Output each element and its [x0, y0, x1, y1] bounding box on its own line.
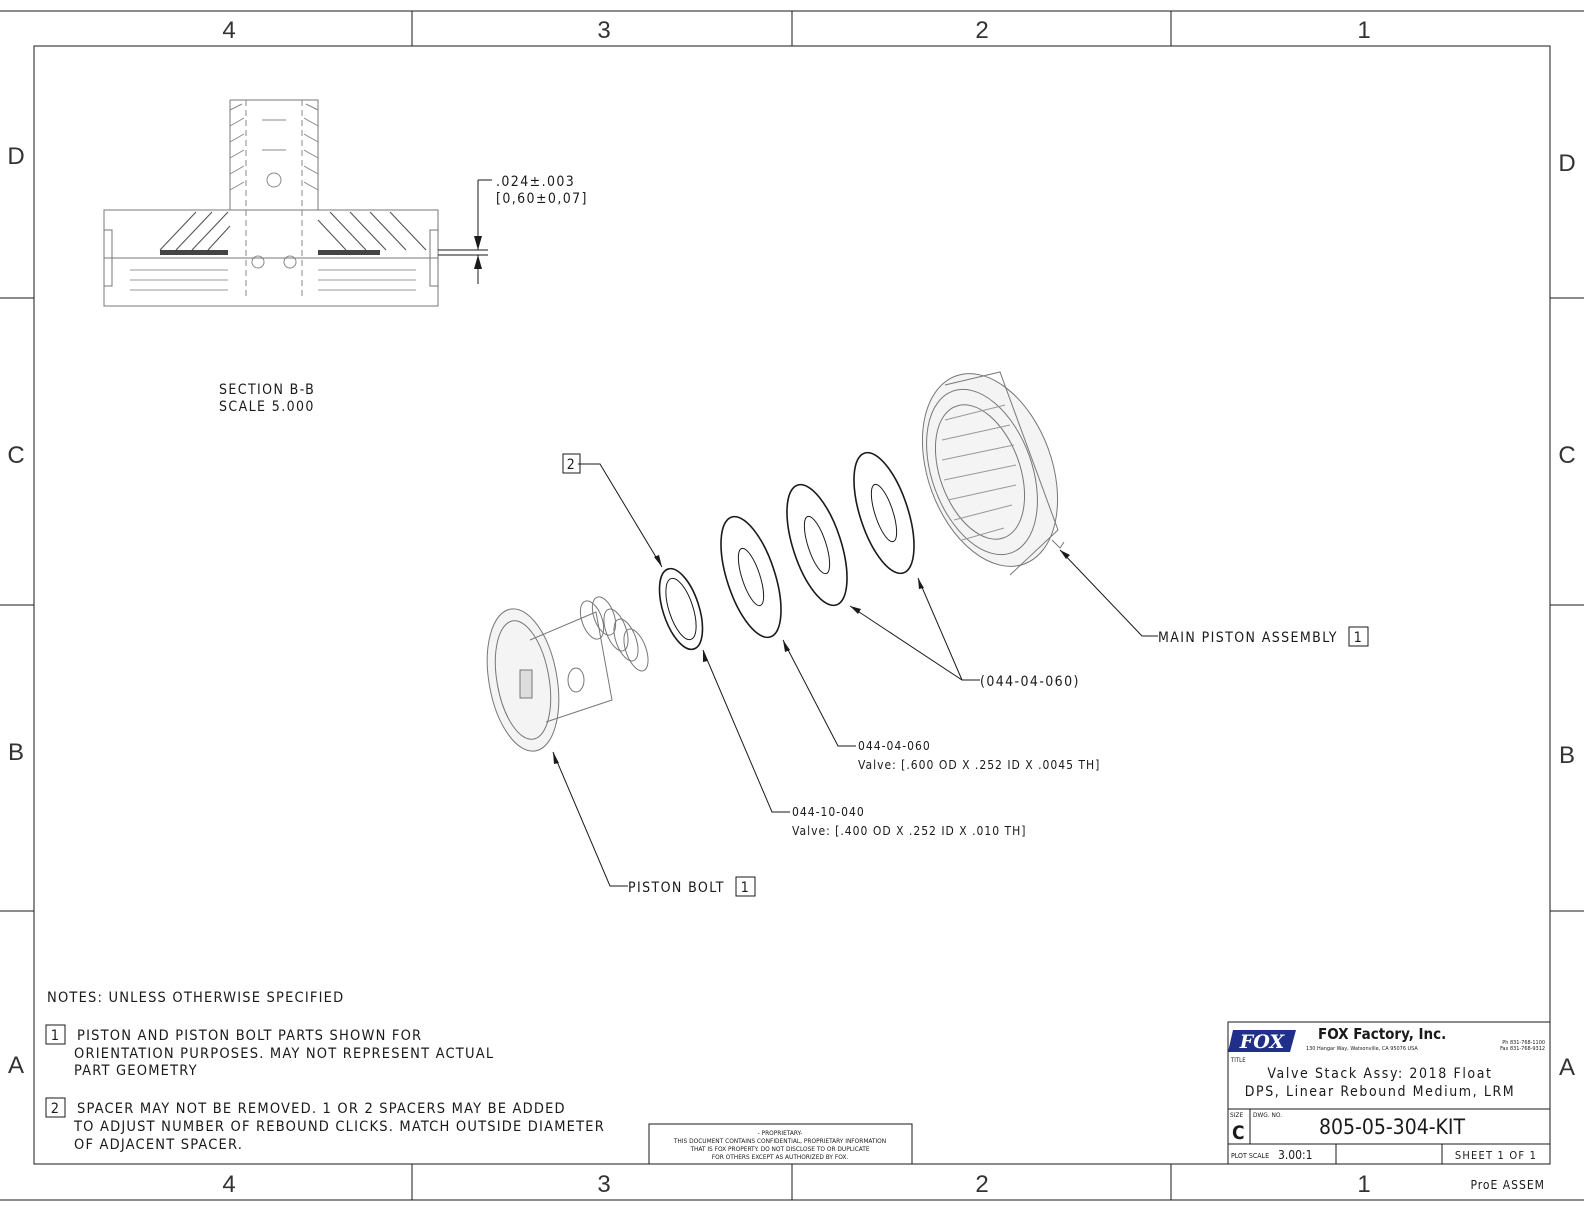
proprietary-line: - PROPRIETARY-: [758, 1129, 803, 1137]
zone-col-label: 4: [222, 17, 235, 44]
note-1-line: ORIENTATION PURPOSES. MAY NOT REPRESENT …: [74, 1046, 494, 1062]
zone-row-label: C: [1558, 442, 1575, 469]
spacer-balloon: 2: [567, 457, 576, 473]
zone-col-label: 4: [222, 1171, 235, 1198]
size-label: SIZE: [1230, 1111, 1243, 1119]
plot-scale: 3.00:1: [1278, 1148, 1313, 1162]
piston-bolt-note-ref: 1: [741, 880, 750, 896]
zone-row-label: B: [1559, 742, 1575, 769]
dimension-mm: [0,60±0,07]: [496, 191, 588, 207]
piston-bolt-part: [486, 596, 649, 752]
notes-header: NOTES: UNLESS OTHERWISE SPECIFIED: [47, 990, 344, 1006]
zone-col-label: 3: [597, 1171, 610, 1198]
valve-040-part-number: 044-10-040: [792, 805, 865, 819]
valve-060-shim: [786, 483, 848, 607]
fox-logo: FOX: [1228, 1030, 1296, 1053]
dimension-inch: .024±.003: [496, 174, 575, 190]
section-title: SECTION B-B: [219, 382, 315, 398]
valve-060-shim: [853, 451, 915, 575]
proprietary-line: THAT IS FOX PROPERTY. DO NOT DISCLOSE TO…: [689, 1145, 869, 1153]
valve-060-description: Valve: [.600 OD X .252 ID X .0045 TH]: [858, 758, 1100, 772]
zone-col-label: 3: [597, 17, 610, 44]
main-piston-label: MAIN PISTON ASSEMBLY: [1158, 630, 1338, 646]
valve-040-shim: [658, 567, 704, 651]
note-2-line: SPACER MAY NOT BE REMOVED. 1 OR 2 SPACER…: [77, 1101, 566, 1117]
company-phone: Ph 831-768-1100: [1502, 1040, 1545, 1046]
zone-col-label: 2: [975, 17, 988, 44]
company-address: 130 Hangar Way, Watsonville, CA 95076 US…: [1306, 1046, 1418, 1052]
title-label: TITLE: [1230, 1057, 1246, 1064]
dwg-no-label: DWG. NO.: [1253, 1111, 1282, 1119]
zone-col-label: 2: [975, 1171, 988, 1198]
company-fax: Fax 831-768-9312: [1500, 1046, 1545, 1052]
fox-logo-text: FOX: [1239, 1031, 1286, 1053]
drawing-title-line2: DPS, Linear Rebound Medium, LRM: [1245, 1084, 1516, 1100]
plot-scale-label: PLOT SCALE: [1231, 1152, 1269, 1160]
main-piston-note-ref: 1: [1354, 630, 1363, 646]
note-1-line: PISTON AND PISTON BOLT PARTS SHOWN FOR: [77, 1028, 422, 1044]
valve-060-part-number: 044-04-060: [858, 739, 931, 753]
main-piston-part: [921, 371, 1065, 576]
drawing-number: 805-05-304-KIT: [1319, 1115, 1466, 1139]
zone-row-label: C: [7, 442, 24, 469]
zone-labels: 4 3 2 1 4 3 2 1 D C B A D C B A: [7, 17, 1575, 1198]
zone-row-label: A: [8, 1052, 24, 1079]
footer-proe-assem: ProE ASSEM: [1470, 1178, 1545, 1192]
title-block: FOX FOX Factory, Inc. 130 Hangar Way, Wa…: [1227, 1021, 1551, 1165]
sheet-number: SHEET 1 OF 1: [1455, 1149, 1537, 1162]
valve-040-description: Valve: [.400 OD X .252 ID X .010 TH]: [792, 824, 1026, 838]
zone-row-label: D: [7, 143, 24, 170]
piston-bolt-label: PISTON BOLT: [628, 880, 725, 896]
note-number: 1: [51, 1028, 61, 1044]
valve-060-shim: [720, 515, 782, 639]
callouts: 2 MAIN PISTON ASSEMBLY 1 (044-04-060) 04…: [562, 453, 1369, 897]
section-scale: SCALE 5.000: [219, 399, 315, 415]
section-view-b-b: .024±.003 [0,60±0,07] SECTION B-B SCALE …: [103, 99, 588, 415]
note-2-line: TO ADJUST NUMBER OF REBOUND CLICKS. MATC…: [73, 1119, 605, 1135]
zone-row-label: D: [1558, 150, 1575, 177]
shim-gap-dimension: [438, 179, 492, 284]
company-name: FOX Factory, Inc.: [1318, 1025, 1446, 1043]
valve-group-label: (044-04-060): [980, 674, 1080, 690]
leader-lines: [552, 463, 1158, 887]
note-1-line: PART GEOMETRY: [74, 1063, 198, 1079]
general-notes: NOTES: UNLESS OTHERWISE SPECIFIED 1 PIST…: [45, 990, 605, 1153]
exploded-view: [486, 371, 1065, 752]
zone-row-label: A: [1559, 1054, 1575, 1081]
note-number: 2: [51, 1101, 61, 1117]
proprietary-line: THIS DOCUMENT CONTAINS CONFIDENTIAL, PRO…: [673, 1137, 886, 1145]
sheet-size: C: [1232, 1122, 1245, 1144]
drawing-title-line1: Valve Stack Assy: 2018 Float: [1267, 1066, 1492, 1082]
zone-row-label: B: [8, 739, 24, 766]
proprietary-notice: - PROPRIETARY- THIS DOCUMENT CONTAINS CO…: [648, 1123, 913, 1165]
zone-col-label: 1: [1357, 1171, 1370, 1198]
proprietary-line: FOR OTHERS EXCEPT AS AUTHORIZED BY FOX.: [712, 1153, 849, 1161]
zone-col-label: 1: [1357, 17, 1370, 44]
note-2-line: OF ADJACENT SPACER.: [74, 1137, 243, 1153]
